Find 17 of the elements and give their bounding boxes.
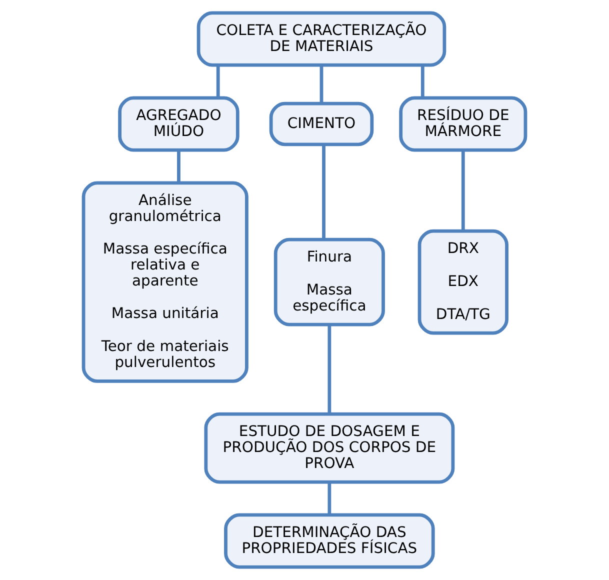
connector <box>322 144 326 240</box>
connector <box>320 65 324 104</box>
connector <box>177 150 180 183</box>
node-box: RESÍDUO DE MÁRMORE <box>399 96 528 152</box>
connector <box>420 65 424 98</box>
connector <box>461 150 465 231</box>
connector <box>328 482 332 515</box>
node-box: AGREGADO MIÚDO <box>118 96 240 152</box>
connector <box>216 65 220 98</box>
node-box: CIMENTO <box>269 102 374 146</box>
node-box: ESTUDO DE DOSAGEM E PRODUÇÃO DOS CORPOS DE PROVA <box>204 412 455 484</box>
connector <box>328 324 332 414</box>
node-box: Análise granulométrica Massa específica relativa e aparente Massa unitária Teor de materiais pulverulentos <box>82 181 248 383</box>
node-box: DETERMINAÇÃO DAS PROPRIEDADES FÍSICAS <box>224 513 435 569</box>
node-box: COLETA E CARACTERIZAÇÃO DE MATERIAIS <box>196 11 446 67</box>
node-box: Finura Massa específica <box>274 238 385 326</box>
node-box: DRX EDX DTA/TG <box>418 229 508 335</box>
